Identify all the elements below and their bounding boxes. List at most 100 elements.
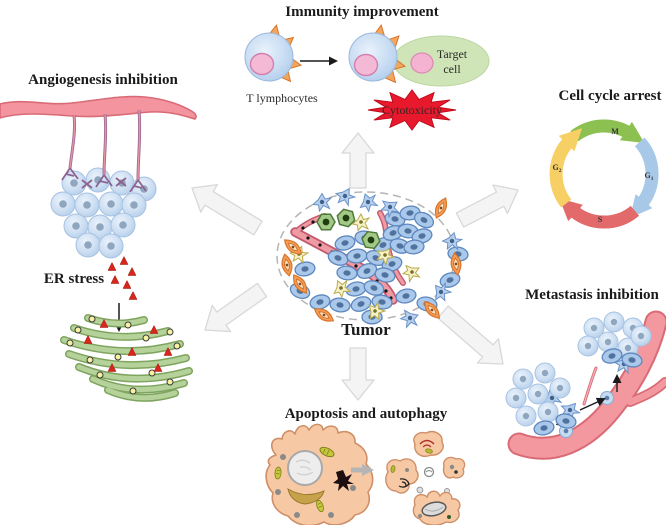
fragment-detail xyxy=(422,444,432,448)
cell xyxy=(537,401,559,423)
phase-label-g2: G2 xyxy=(553,163,562,174)
cell xyxy=(98,191,124,217)
cell xyxy=(603,311,625,333)
ribosome-icon xyxy=(142,334,150,342)
phase-arc-g2 xyxy=(549,128,583,208)
vesicles xyxy=(275,454,356,518)
vesicle xyxy=(423,466,435,478)
cell xyxy=(600,391,614,405)
cell xyxy=(554,411,578,431)
cell xyxy=(527,383,549,405)
t-lymphocyte-2 xyxy=(348,23,407,87)
target-cell-label-line2: cell xyxy=(443,62,461,76)
ribosome-icon xyxy=(173,342,181,350)
fragment-nucleus xyxy=(421,501,447,517)
cell xyxy=(50,191,76,217)
target-cell-body xyxy=(392,35,490,87)
primary-cell-cluster xyxy=(505,362,578,438)
sprouting-capillaries xyxy=(61,109,147,193)
cell-cycle-title: Cell cycle arrest xyxy=(558,88,661,104)
arrow-to-metastasis xyxy=(437,305,504,365)
er-stress-section: ER stress xyxy=(44,256,193,402)
cell xyxy=(515,405,537,427)
cell xyxy=(75,232,101,258)
fragment-detail xyxy=(398,478,410,488)
falling-signals xyxy=(107,256,138,300)
phase-label-g1: G1 xyxy=(645,171,654,182)
target-cell-nucleus xyxy=(410,52,434,74)
ribosome-icon xyxy=(114,353,122,361)
target-cell-label-line1: Target xyxy=(437,47,468,61)
angiogenesis-section: Angiogenesis inhibition xyxy=(0,72,197,259)
condensed-chromatin xyxy=(333,470,354,491)
fragment-detail xyxy=(447,515,451,519)
arrow-to-cell-cycle xyxy=(455,184,519,228)
t-cell-nucleus xyxy=(353,53,379,77)
cell-cycle-wheel xyxy=(549,119,659,229)
cytotoxicity-starburst: Cytotoxicity xyxy=(367,89,457,131)
nucleus xyxy=(287,450,323,486)
phase-label-m: M xyxy=(611,127,619,136)
stress-signal-icon xyxy=(110,275,120,284)
fragment-detail xyxy=(425,470,433,473)
ribosome-icon xyxy=(129,387,137,395)
ribosome-icon xyxy=(74,326,82,334)
tumor-label: Tumor xyxy=(341,320,391,339)
arrow-to-er-stress xyxy=(204,282,268,333)
blood-vessel xyxy=(0,95,197,120)
apoptotic-bodies xyxy=(385,430,466,525)
cell-cycle-section: Cell cycle arrest M G1 S G2 xyxy=(549,88,662,229)
metastasis-title: Metastasis inhibition xyxy=(525,287,659,303)
dying-cell xyxy=(265,423,374,525)
fragment-detail xyxy=(449,464,455,470)
immunity-title: Immunity improvement xyxy=(285,4,438,20)
phase-arc-g1 xyxy=(629,137,659,218)
arrow-to-immunity xyxy=(341,132,375,189)
fragment-detail xyxy=(390,465,396,473)
secondary-cell-cluster xyxy=(577,311,652,370)
cell xyxy=(630,325,652,347)
cell xyxy=(532,418,556,438)
stress-signal-icon xyxy=(107,262,117,271)
ribosome-icon xyxy=(166,378,174,386)
radial-arrows xyxy=(191,132,519,401)
immune-cell xyxy=(316,213,336,231)
golgi xyxy=(287,487,325,505)
metastasis-vessel xyxy=(507,310,666,460)
t-cell-nucleus xyxy=(249,52,275,76)
cell xyxy=(110,212,136,238)
metastasis-section: Metastasis inhibition xyxy=(505,287,666,460)
fragment-detail xyxy=(424,506,444,512)
stress-signal-icon xyxy=(119,256,129,265)
stress-signal-icon xyxy=(149,325,159,334)
apoptosis-title: Apoptosis and autophagy xyxy=(285,406,448,422)
t-lymphocytes-label: T lymphocytes xyxy=(246,91,318,105)
cell xyxy=(98,233,124,259)
body-fragment xyxy=(385,458,419,494)
cytotoxicity-label: Cytotoxicity xyxy=(382,103,442,117)
ribosome-icon xyxy=(124,321,132,329)
er-membranes xyxy=(60,314,193,402)
tumor-center: Tumor xyxy=(276,183,470,339)
cell xyxy=(505,387,527,409)
fragment-detail xyxy=(419,439,435,445)
cell xyxy=(74,192,100,218)
cell xyxy=(534,362,556,384)
arrow-to-apoptosis xyxy=(341,347,375,401)
fragment-detail xyxy=(425,448,433,454)
phase-label-s: S xyxy=(598,215,603,224)
t-lymphocyte-1 xyxy=(244,23,303,86)
stress-signal-icon xyxy=(122,280,132,289)
fragment-detail xyxy=(454,470,458,474)
immunity-section: Immunity improvement Target cell T lymph… xyxy=(244,4,490,131)
body-fragment xyxy=(413,430,444,457)
arrow-to-angiogenesis xyxy=(191,184,263,236)
nucleus-texture xyxy=(295,459,314,476)
stress-signal-icon xyxy=(128,291,138,300)
cell xyxy=(577,335,599,357)
phase-arc-m xyxy=(570,119,645,143)
cell xyxy=(549,377,571,399)
ribosome-icon xyxy=(88,315,96,323)
ribosome-icon xyxy=(66,339,74,347)
